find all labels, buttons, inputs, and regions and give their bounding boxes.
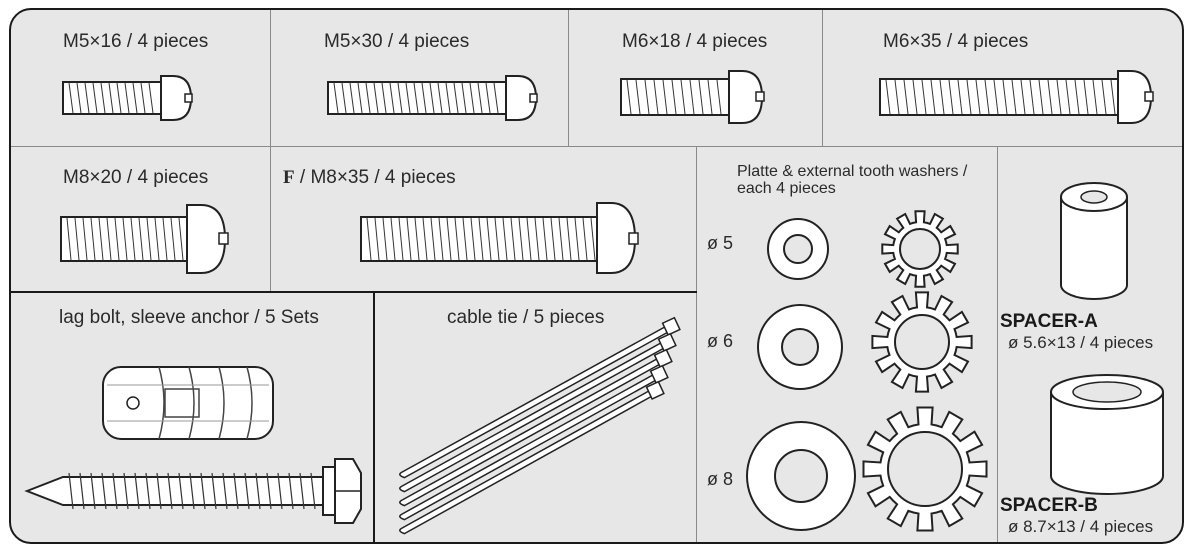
screw-label: M5×30 / 4 pieces: [324, 31, 470, 52]
col-divider: [373, 291, 375, 542]
tooth-washer-icon: [881, 210, 959, 288]
screw-label: M8×20 / 4 pieces: [63, 167, 209, 188]
diameter-label: ø 8: [707, 469, 734, 489]
spacer-b-spec: ø 8.7×13 / 4 pieces: [1008, 517, 1154, 536]
cell-anchor: lag bolt, sleeve anchor / 5 Sets: [11, 293, 373, 542]
cell-m8x35: F / M8×35 / 4 pieces: [271, 147, 696, 291]
screw-icon: [60, 204, 229, 274]
spacer-a-name: SPACER-A: [1000, 311, 1098, 332]
spacer-b-icon: [1050, 374, 1164, 495]
col-divider: [822, 10, 823, 146]
hardware-kit-panel: M5×16 / 4 pieces M5×30 / 4 pieces M6×18 …: [9, 8, 1184, 544]
cell-m5x30: M5×30 / 4 pieces: [271, 10, 568, 146]
lag-bolt-icon: [24, 458, 362, 524]
screw-label: M6×18 / 4 pieces: [622, 31, 768, 52]
cable-tie-label: cable tie / 5 pieces: [447, 307, 605, 328]
flat-washer-icon: [757, 304, 843, 390]
cable-tie-icon: [399, 316, 681, 535]
col-divider: [696, 146, 697, 542]
washers-subtitle: each 4 pieces: [737, 180, 836, 197]
screw-icon: [620, 70, 765, 124]
screw-label: M6×35 / 4 pieces: [883, 31, 1029, 52]
flat-washer-icon: [746, 421, 856, 531]
cable-tie: [399, 348, 673, 507]
cable-tie: [399, 380, 665, 535]
screw-icon: [62, 75, 193, 121]
cell-m8x20: M8×20 / 4 pieces: [11, 147, 270, 291]
washers-title: Platte & external tooth washers /: [737, 163, 968, 180]
cable-tie: [399, 332, 677, 493]
anchor-label: lag bolt, sleeve anchor / 5 Sets: [59, 307, 319, 328]
diameter-label: ø 5: [707, 233, 734, 253]
screw-label: F / M8×35 / 4 pieces: [283, 167, 456, 189]
diameter-label: ø 6: [707, 331, 734, 351]
screw-icon: [360, 202, 639, 274]
cell-cable-ties: cable tie / 5 pieces: [375, 293, 697, 542]
spacer-a-spec: ø 5.6×13 / 4 pieces: [1008, 333, 1154, 352]
cable-tie: [399, 316, 681, 479]
col-divider: [270, 10, 271, 146]
col-divider: [997, 146, 998, 542]
cell-washers: Platte & external tooth washers / each 4…: [697, 147, 997, 542]
sleeve-anchor-icon: [102, 366, 274, 440]
cell-m6x18: M6×18 / 4 pieces: [569, 10, 822, 146]
cell-m5x16: M5×16 / 4 pieces: [11, 10, 270, 146]
screw-spec: / M8×35 / 4 pieces: [294, 167, 456, 188]
screw-icon: [879, 70, 1154, 124]
cell-m6x35: M6×35 / 4 pieces: [823, 10, 1182, 146]
tooth-washer-icon: [871, 291, 973, 393]
spacer-b-name: SPACER-B: [1000, 495, 1098, 516]
spacer-a-icon: [1060, 182, 1128, 300]
row-divider: [11, 291, 697, 293]
f-mark: F: [283, 167, 295, 188]
screw-icon: [327, 75, 538, 121]
tooth-washer-icon: [862, 406, 988, 532]
cable-tie: [399, 364, 669, 521]
cell-spacers: SPACER-A ø 5.6×13 / 4 pieces SPACER-B ø …: [998, 147, 1182, 542]
col-divider: [568, 10, 569, 146]
flat-washer-icon: [767, 218, 829, 280]
row-divider: [11, 146, 1182, 147]
col-divider: [270, 146, 271, 291]
screw-label: M5×16 / 4 pieces: [63, 31, 209, 52]
